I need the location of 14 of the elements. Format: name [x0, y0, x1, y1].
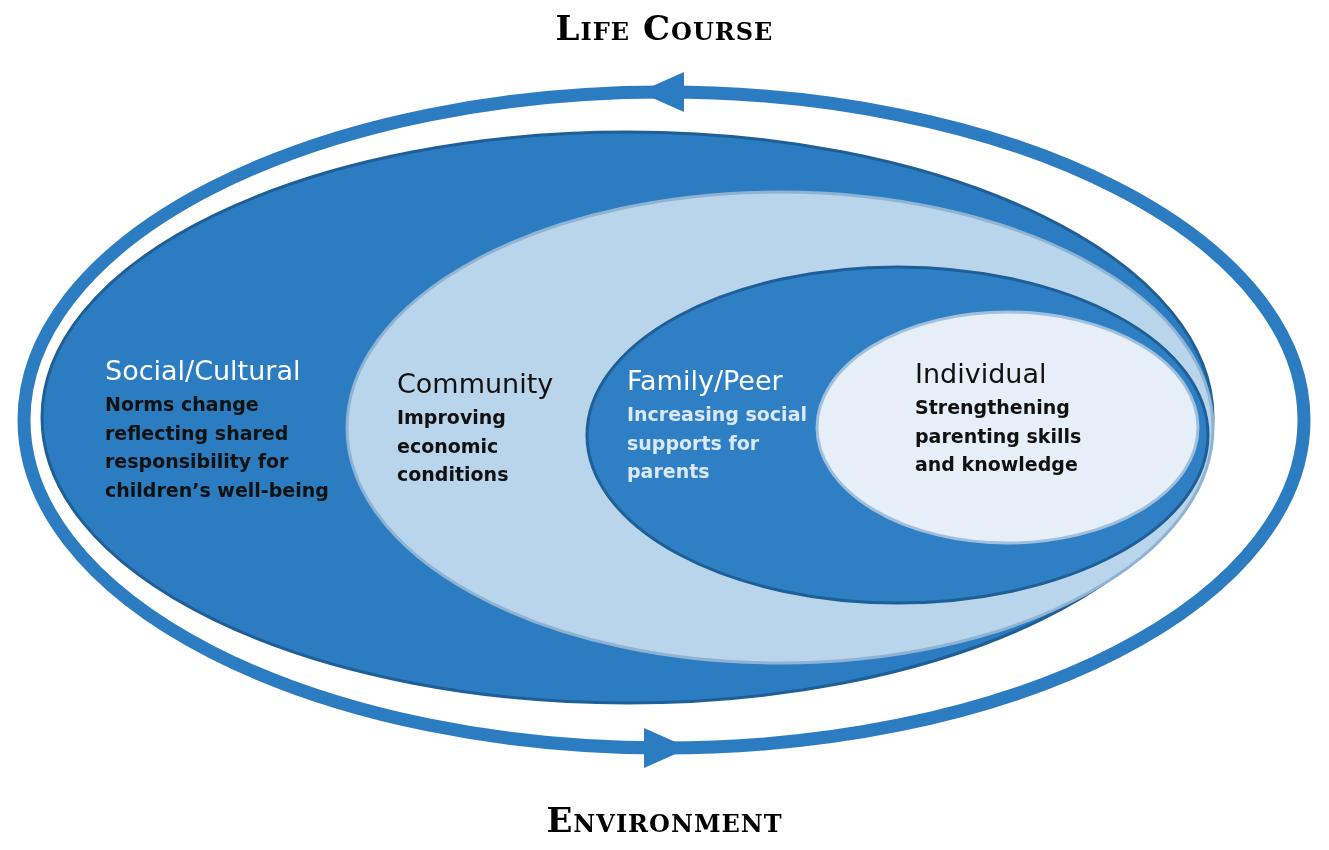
- ellipse-region: [815, 310, 1200, 545]
- ellipse-region: [585, 265, 1210, 605]
- ellipse-region: [345, 190, 1215, 665]
- region-heading: Individual: [915, 358, 1048, 389]
- region-heading: Community: [397, 368, 555, 399]
- region-heading: Family/Peer: [627, 365, 784, 396]
- ellipse-region: [40, 130, 1215, 705]
- axis-label: Environment: [545, 800, 784, 840]
- region-heading: Social/Cultural: [105, 355, 302, 386]
- axis-label: Life Course: [554, 8, 775, 48]
- region-description: Increasing social supports for parents: [627, 402, 808, 484]
- region-description: Strengthening parenting skills and knowledge: [915, 395, 1083, 477]
- region-description: Norms change reflecting shared responsibility for children’s well-being: [105, 392, 330, 503]
- region-description: Improving economic conditions: [397, 405, 510, 487]
